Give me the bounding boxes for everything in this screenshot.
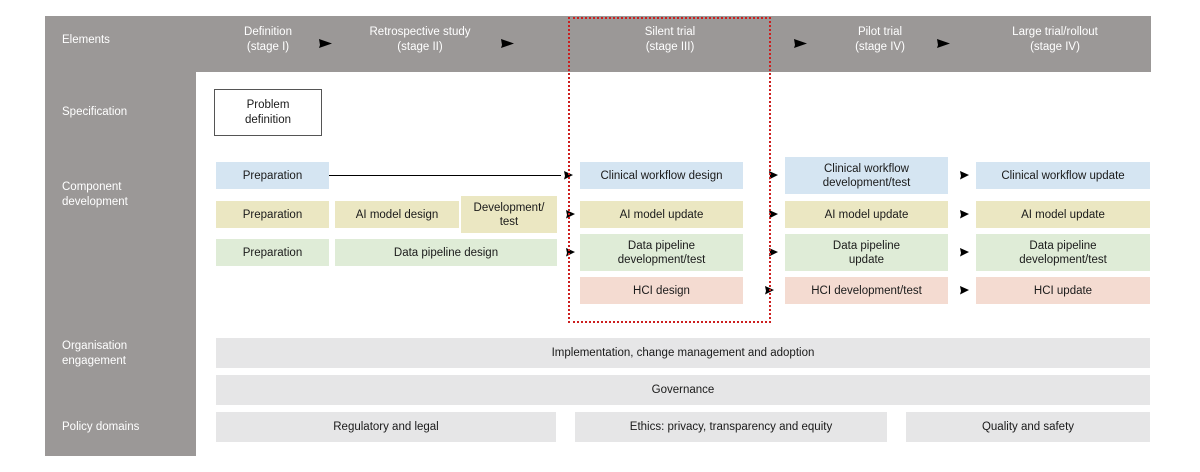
cell-clinical-workflow-development-test[interactable]: Clinical workflow development/test xyxy=(785,157,948,194)
cell-ai-devtest-line1: Development/ xyxy=(473,201,545,214)
right-arrow-icon xyxy=(761,207,779,221)
right-arrow-icon xyxy=(952,283,970,297)
cell-ai-development-test[interactable]: Development/ test xyxy=(461,196,557,233)
right-arrow-icon xyxy=(925,36,951,51)
bar-quality-and-safety[interactable]: Quality and safety xyxy=(906,412,1150,442)
cell-ai-preparation[interactable]: Preparation xyxy=(216,201,329,228)
stage-retrospective-number: (stage II) xyxy=(397,41,443,53)
cell-clinical-workflow-update[interactable]: Clinical workflow update xyxy=(976,162,1150,189)
sidebar-band xyxy=(45,16,196,456)
right-arrow-icon xyxy=(782,36,808,51)
cell-data-silent-line1: Data pipeline xyxy=(627,239,696,252)
cell-data-pilot-line1: Data pipeline xyxy=(832,239,901,252)
stage-silent-trial: Silent trial (stage III) xyxy=(570,25,770,55)
cell-hci-update[interactable]: HCI update xyxy=(976,277,1150,304)
cell-clinical-dev-line1: Clinical workflow xyxy=(824,162,909,175)
cell-ai-model-update-silent[interactable]: AI model update xyxy=(580,201,743,228)
cell-ai-model-design[interactable]: AI model design xyxy=(335,201,459,228)
stage-definition: Definition (stage I) xyxy=(213,25,323,55)
stage-pilot-number: (stage IV) xyxy=(855,41,905,53)
stage-pilot-trial: Pilot trial (stage IV) xyxy=(800,25,960,55)
right-arrow-icon xyxy=(556,168,574,182)
cell-clinical-dev-line2: development/test xyxy=(822,176,911,189)
cell-clinical-workflow-design[interactable]: Clinical workflow design xyxy=(580,162,743,189)
bar-implementation-change-management[interactable]: Implementation, change management and ad… xyxy=(216,338,1150,368)
header-band xyxy=(45,16,1151,72)
stage-large-number: (stage IV) xyxy=(1030,41,1080,53)
stage-large-trial: Large trial/rollout (stage IV) xyxy=(965,25,1145,55)
right-arrow-icon xyxy=(558,207,576,221)
problem-definition-line1: Problem xyxy=(246,98,290,111)
row-label-component-line1: Component xyxy=(62,181,122,193)
cell-ai-devtest-line2: test xyxy=(499,215,519,228)
cell-data-silent-line2: development/test xyxy=(617,253,706,266)
stage-retrospective-study: Retrospective study (stage II) xyxy=(340,25,500,55)
right-arrow-icon xyxy=(761,168,779,182)
cell-data-pilot-line2: update xyxy=(848,253,885,266)
cell-data-large-line2: development/test xyxy=(1019,253,1107,266)
stage-silent-name: Silent trial xyxy=(644,26,696,38)
right-arrow-icon xyxy=(489,36,515,51)
stage-retrospective-name: Retrospective study xyxy=(369,26,471,38)
right-arrow-icon xyxy=(558,245,576,259)
cell-data-pipeline-development-test-large[interactable]: Data pipeline development/test xyxy=(976,234,1150,271)
stage-large-name: Large trial/rollout xyxy=(1012,26,1098,38)
cell-data-pipeline-update-pilot[interactable]: Data pipeline update xyxy=(785,234,948,271)
cell-data-preparation[interactable]: Preparation xyxy=(216,239,329,266)
bar-regulatory-and-legal[interactable]: Regulatory and legal xyxy=(216,412,556,442)
row-label-component-development: Component development xyxy=(62,180,128,210)
right-arrow-icon xyxy=(952,207,970,221)
row-label-elements: Elements xyxy=(62,34,110,46)
row-label-organisation-line1: Organisation xyxy=(62,340,128,352)
cell-hci-design[interactable]: HCI design xyxy=(580,277,743,304)
bar-ethics-privacy-transparency-equity[interactable]: Ethics: privacy, transparency and equity xyxy=(575,412,887,442)
cell-data-large-line1: Data pipeline xyxy=(1029,239,1097,252)
row-label-organisation-line2: engagement xyxy=(62,355,126,367)
connector-line-clinical xyxy=(329,175,561,177)
stage-definition-name: Definition xyxy=(244,26,292,38)
bar-governance[interactable]: Governance xyxy=(216,375,1150,405)
stage-pilot-name: Pilot trial xyxy=(857,26,903,38)
stage-definition-number: (stage I) xyxy=(246,41,290,53)
row-label-component-line2: development xyxy=(62,196,128,208)
right-arrow-icon xyxy=(307,36,333,51)
right-arrow-icon xyxy=(952,245,970,259)
right-arrow-icon xyxy=(761,245,779,259)
cell-clinical-preparation[interactable]: Preparation xyxy=(216,162,329,189)
stage-silent-number: (stage III) xyxy=(645,41,695,53)
cell-ai-model-update-pilot[interactable]: AI model update xyxy=(785,201,948,228)
right-arrow-icon xyxy=(952,168,970,182)
row-label-policy-domains: Policy domains xyxy=(62,421,140,433)
problem-definition-line2: definition xyxy=(244,113,292,126)
row-label-specification: Specification xyxy=(62,106,128,118)
right-arrow-icon xyxy=(757,283,775,297)
cell-hci-development-test[interactable]: HCI development/test xyxy=(785,277,948,304)
cell-data-pipeline-design[interactable]: Data pipeline design xyxy=(335,239,557,266)
problem-definition-box[interactable]: Problem definition xyxy=(214,89,322,136)
row-label-organisation-engagement: Organisation engagement xyxy=(62,339,127,369)
cell-data-pipeline-development-test-silent[interactable]: Data pipeline development/test xyxy=(580,234,743,271)
cell-ai-model-update-large[interactable]: AI model update xyxy=(976,201,1150,228)
